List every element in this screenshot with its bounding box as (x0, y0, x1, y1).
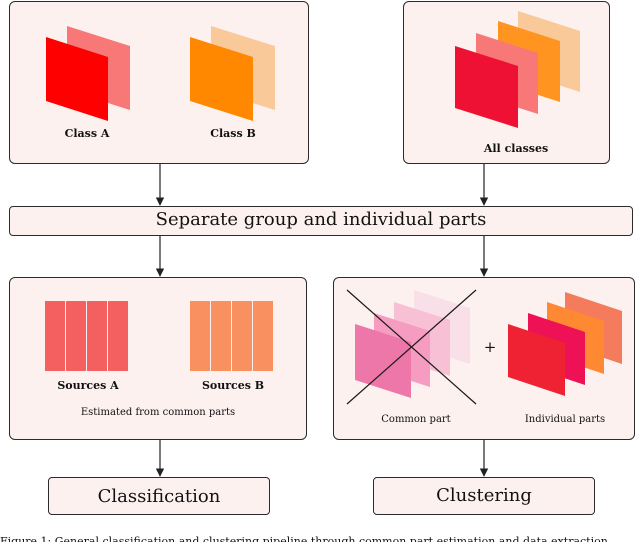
common-plane-1 (355, 324, 411, 398)
classification-label: Classification (97, 486, 221, 507)
plus-sign: + (483, 338, 497, 356)
classification-box (48, 477, 270, 515)
all-class-plane-1 (455, 46, 518, 128)
sources-a-bar-1 (45, 301, 65, 371)
sources-a-bar-4 (108, 301, 128, 371)
class-b-label: Class B (210, 127, 256, 140)
sources-b-bar-4 (253, 301, 273, 371)
individual-plane-1 (508, 324, 565, 396)
common-part-label: Common part (381, 414, 451, 425)
estimated-label: Estimated from common parts (80, 407, 236, 418)
separate-box (9, 206, 633, 236)
all-classes-label: All classes (483, 142, 549, 155)
class-b-front-plane (190, 37, 253, 121)
sources-a-bar-3 (87, 301, 107, 371)
figure-caption: Figure 1: General classification and clu… (0, 535, 608, 542)
sources-b-bar-1 (190, 301, 210, 371)
sources-b-label: Sources B (201, 379, 265, 392)
sources-b-bar-3 (232, 301, 252, 371)
clustering-label: Clustering (436, 485, 532, 506)
class-a-label: Class A (64, 127, 110, 140)
clustering-box (373, 477, 595, 515)
sources-b-bar-2 (211, 301, 231, 371)
individual-parts-label: Individual parts (524, 414, 606, 425)
sources-a-label: Sources A (57, 379, 119, 392)
class-a-front-plane (46, 37, 108, 121)
sources-a-bar-2 (66, 301, 86, 371)
cross-line-2 (346, 289, 477, 405)
separate-label: Separate group and individual parts (155, 209, 487, 230)
